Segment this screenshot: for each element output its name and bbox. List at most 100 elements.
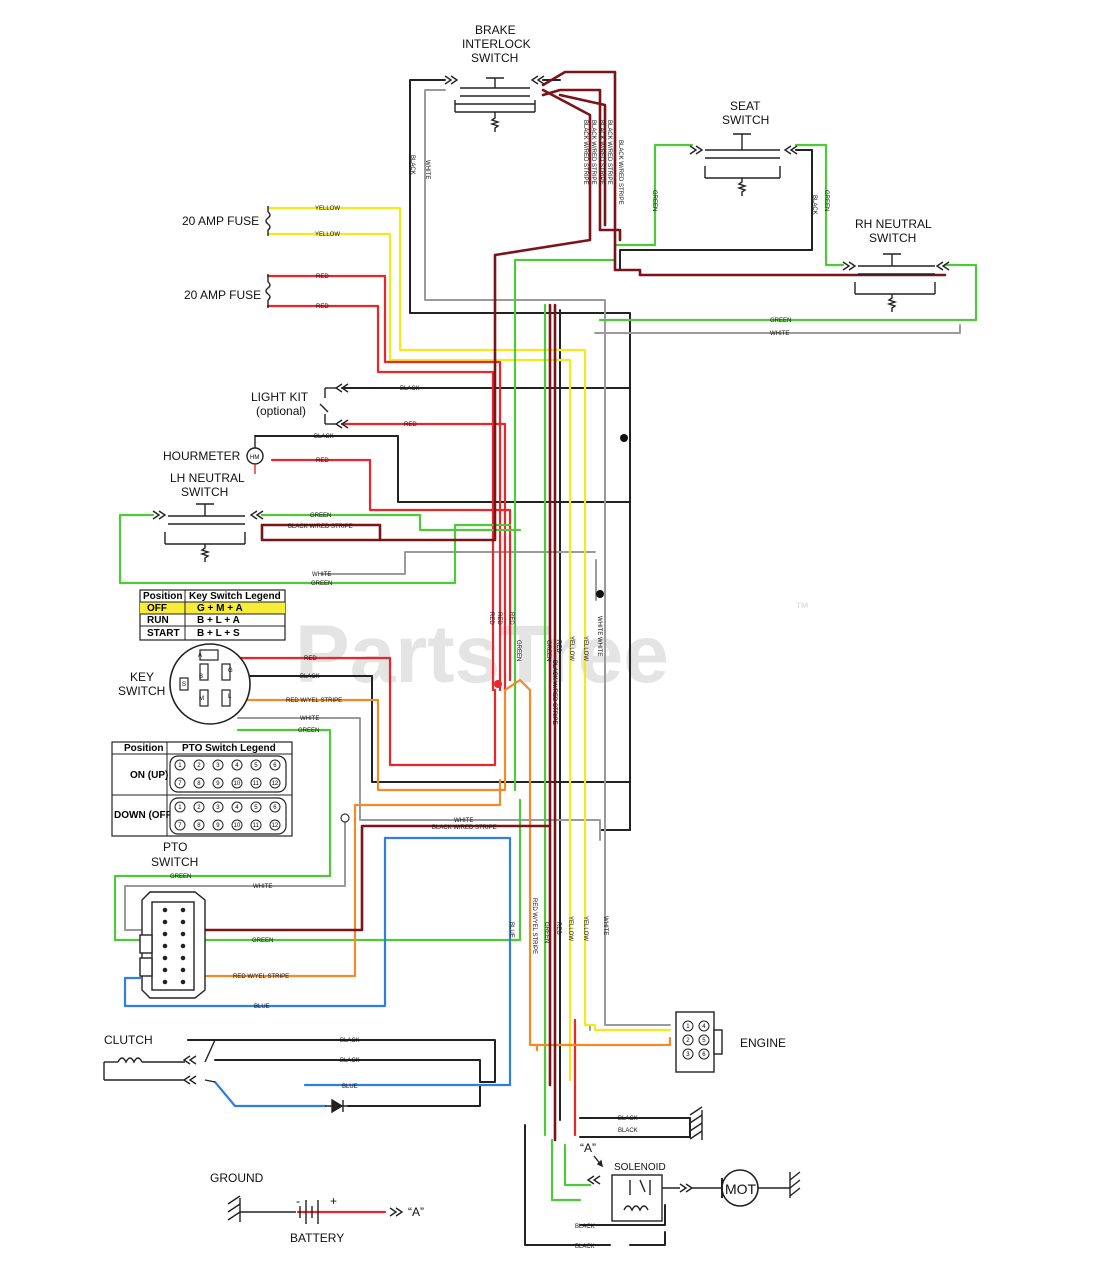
pto-pin — [174, 819, 186, 831]
pto-pin-label: 5 — [254, 805, 258, 811]
wire-labels-vertical: BLACK WHITE BLACK W/RED STRIPE BLACK W/R… — [409, 120, 829, 954]
pto-label-1: PTO — [163, 840, 187, 854]
junction-dot — [620, 434, 628, 442]
fuse-1 — [265, 206, 271, 236]
engine-pin-label: 3 — [686, 1052, 690, 1058]
svg-text:RED: RED — [304, 656, 317, 662]
key-switch: A B G S M L — [169, 643, 251, 725]
red-wires — [236, 274, 577, 1214]
pto-label-2: SWITCH — [151, 855, 198, 869]
svg-text:BLACK: BLACK — [575, 1244, 595, 1250]
watermark-trademark: ™ — [795, 599, 809, 615]
rh-neutral-switch — [842, 253, 950, 312]
svg-text:BLACK W/RED STRIPE: BLACK W/RED STRIPE — [598, 120, 604, 185]
hourmeter: HM — [246, 436, 264, 474]
pto-pin-label: 1 — [178, 763, 182, 769]
connector-pin — [180, 907, 186, 913]
svg-text:BLUE: BLUE — [342, 1084, 358, 1090]
pto-legend-header-legend: PTO Switch Legend — [182, 743, 276, 754]
svg-text:BLACK W/RED STRIPE: BLACK W/RED STRIPE — [432, 825, 497, 831]
svg-text:YELLOW: YELLOW — [315, 206, 340, 212]
pto-pin-label: 1 — [178, 805, 182, 811]
seat-switch — [689, 133, 798, 196]
pto-pin — [250, 759, 262, 771]
pto-pin-label: 5 — [254, 763, 258, 769]
svg-text:BLACK W/RED STRIPE: BLACK W/RED STRIPE — [617, 140, 623, 205]
light-kit-label-2: (optional) — [256, 404, 306, 418]
wire-labels: YELLOW YELLOW RED RED BLACK RED BLACK RE… — [170, 206, 791, 1250]
svg-text:WHITE: WHITE — [424, 160, 430, 179]
lhn-label-1: LH NEUTRAL — [170, 471, 245, 485]
ground-symbol — [689, 1106, 703, 1140]
fuse-2-label: 20 AMP FUSE — [184, 288, 261, 302]
pto-pin — [174, 777, 186, 789]
black-red-wires — [193, 70, 947, 1142]
pto-pin-label: 12 — [272, 781, 279, 787]
engine-pin — [682, 1034, 694, 1046]
component-labels: BRAKE INTERLOCK SWITCH SEAT SWITCH RH NE… — [104, 23, 932, 1245]
pto-pin — [193, 819, 205, 831]
pto-pin — [193, 759, 205, 771]
svg-text:BLUE: BLUE — [254, 1004, 270, 1010]
key-switch-legend: Position Key Switch Legend OFF G + M + A… — [139, 589, 286, 641]
brake-label-3: SWITCH — [471, 51, 518, 65]
svg-text:BLACK W/RED STRIPE: BLACK W/RED STRIPE — [590, 120, 596, 185]
svg-text:WHITE: WHITE — [770, 331, 789, 337]
key-pin-m: M — [199, 696, 204, 702]
svg-text:BLACK W/RED STRIPE: BLACK W/RED STRIPE — [582, 120, 588, 185]
svg-text:GREEN: GREEN — [515, 640, 521, 661]
svg-text:BLACK: BLACK — [300, 674, 320, 680]
svg-text:YELLOW: YELLOW — [568, 636, 574, 661]
svg-text:WHITE: WHITE — [253, 884, 272, 890]
svg-text:BLACK: BLACK — [409, 155, 415, 175]
svg-text:BLUE: BLUE — [508, 922, 514, 938]
brake-interlock-switch — [444, 75, 545, 132]
svg-text:WHITE: WHITE — [602, 916, 608, 935]
battery — [240, 1200, 404, 1224]
engine-pin-label: 2 — [686, 1038, 690, 1044]
engine-pin — [698, 1048, 710, 1060]
a-ref-battery-label: “A” — [408, 1205, 424, 1219]
connector-pin — [162, 907, 168, 913]
svg-text:BLACK: BLACK — [340, 1038, 360, 1044]
connector-pin — [180, 967, 186, 973]
svg-text:YELLOW: YELLOW — [315, 232, 340, 238]
pto-pin-label: 9 — [216, 823, 220, 829]
svg-text:WHITE: WHITE — [454, 818, 473, 824]
blue-wires — [123, 836, 512, 1108]
engine-pin — [698, 1034, 710, 1046]
pto-legend-on: ON (UP) — [130, 770, 168, 781]
svg-text:GREEN: GREEN — [545, 640, 551, 661]
svg-text:GREEN: GREEN — [543, 922, 549, 943]
pto-pin-label: 12 — [272, 823, 279, 829]
pto-pin — [193, 801, 205, 813]
key-switch-label-2: SWITCH — [118, 684, 165, 698]
pto-pin-label: 11 — [253, 823, 260, 829]
connector-pin — [162, 919, 168, 925]
svg-text:RED: RED — [316, 274, 329, 280]
seat-label-2: SWITCH — [722, 113, 769, 127]
pto-pin-label: 3 — [216, 805, 220, 811]
white-wires — [124, 89, 961, 1031]
key-pin-s: S — [182, 682, 186, 688]
pto-connector-pins — [162, 907, 186, 985]
pto-pin — [250, 801, 262, 813]
svg-text:GREEN: GREEN — [170, 874, 191, 880]
lhn-label-2: SWITCH — [181, 485, 228, 499]
svg-text:WHITE: WHITE — [300, 716, 319, 722]
connector-pin — [162, 967, 168, 973]
key-pin-b: B — [199, 674, 203, 680]
svg-text:YELLOW: YELLOW — [582, 636, 588, 661]
clutch — [103, 1039, 216, 1085]
a-ref-label: “A” — [580, 1141, 596, 1155]
svg-text:GREEN: GREEN — [298, 728, 319, 734]
clutch-label: CLUTCH — [104, 1033, 153, 1047]
svg-text:GREEN: GREEN — [823, 190, 829, 211]
battery-label: BATTERY — [290, 1231, 344, 1245]
pto-pin — [231, 759, 243, 771]
svg-text:GREEN: GREEN — [651, 190, 657, 211]
hourmeter-symbol: HM — [250, 455, 259, 461]
